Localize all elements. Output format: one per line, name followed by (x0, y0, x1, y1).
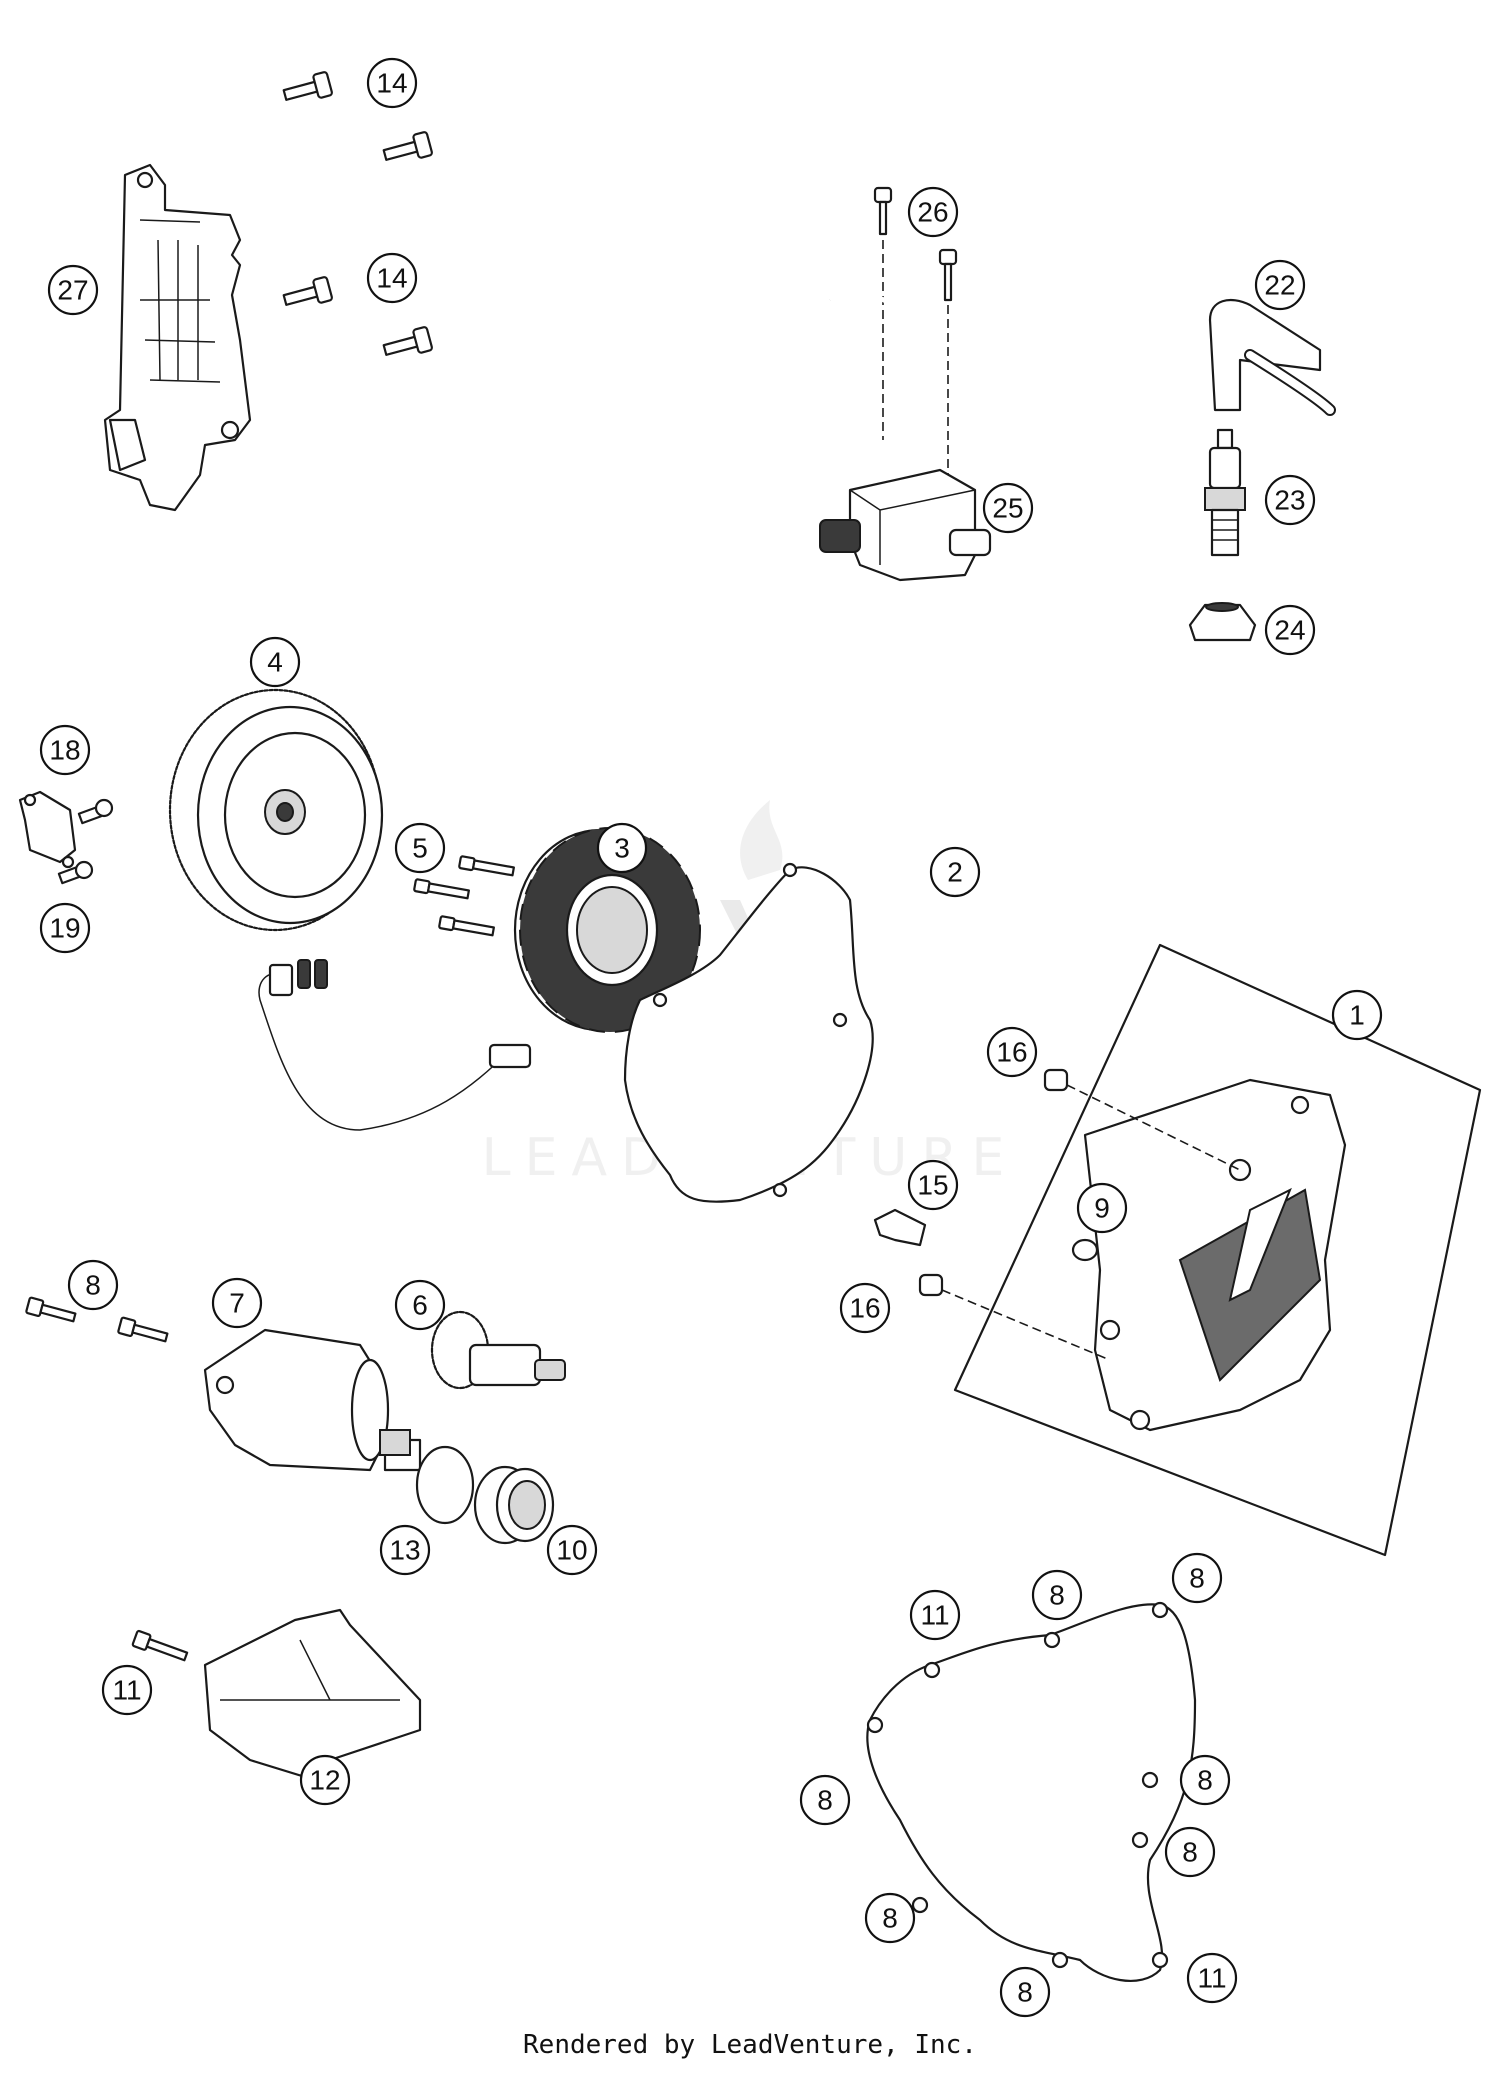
part-2-gasket (623, 862, 874, 1203)
svg-text:9: 9 (1094, 1193, 1110, 1224)
svg-text:8: 8 (1197, 1765, 1213, 1796)
callout-13: 13 (379, 1524, 431, 1576)
callout-10: 10 (546, 1524, 598, 1576)
part-14-bolts (282, 71, 433, 356)
callout-3: 3 (596, 822, 648, 874)
callout-11: 11 (101, 1664, 153, 1716)
callout-8: 8 (1031, 1569, 1083, 1621)
callout-26: 26 (907, 186, 959, 238)
part-25-ignition-coil (819, 293, 992, 582)
svg-text:3: 3 (614, 833, 630, 864)
part-16-dowels (918, 1068, 1241, 1361)
svg-text:11: 11 (112, 1675, 141, 1706)
svg-text:23: 23 (1274, 485, 1305, 516)
svg-text:11: 11 (920, 1600, 949, 1631)
callout-16: 16 (986, 1026, 1038, 1078)
part-15-clip (873, 1208, 927, 1247)
callout-8: 8 (1164, 1826, 1216, 1878)
part-1-ignition-cover-group (953, 943, 1482, 1557)
part-23-spark-plug (1204, 428, 1246, 557)
part-11-bolt (131, 1629, 189, 1662)
svg-text:16: 16 (996, 1037, 1027, 1068)
callout-14: 14 (366, 252, 418, 304)
callout-25: 25 (982, 482, 1034, 534)
callout-8: 8 (864, 1892, 916, 1944)
part-5-bolts (413, 855, 515, 937)
part-18-sensor (18, 790, 114, 869)
svg-text:27: 27 (57, 275, 88, 306)
callout-8: 8 (1179, 1754, 1231, 1806)
part-8-bolts (25, 1296, 169, 1343)
svg-text:25: 25 (992, 493, 1023, 524)
callout-24: 24 (1264, 604, 1316, 656)
svg-text:10: 10 (556, 1535, 587, 1566)
callout-6: 6 (394, 1279, 446, 1331)
svg-text:8: 8 (1182, 1837, 1198, 1868)
svg-text:5: 5 (412, 833, 428, 864)
svg-text:15: 15 (917, 1170, 948, 1201)
svg-text:26: 26 (917, 197, 948, 228)
callout-8: 8 (1171, 1552, 1223, 1604)
svg-text:8: 8 (1049, 1580, 1065, 1611)
callout-18: 18 (39, 724, 91, 776)
part-3-stator (258, 827, 701, 1131)
svg-text:8: 8 (882, 1903, 898, 1934)
callout-2: 2 (929, 846, 981, 898)
callout-1: 1 (1331, 989, 1383, 1041)
part-13-o-ring (415, 1445, 475, 1525)
svg-text:24: 24 (1274, 615, 1305, 646)
part-6-gear (430, 1310, 566, 1390)
callout-19: 19 (39, 902, 91, 954)
callout-14: 14 (366, 57, 418, 109)
callout-27: 27 (47, 264, 99, 316)
svg-text:8: 8 (1189, 1563, 1205, 1594)
callout-15: 15 (907, 1159, 959, 1211)
callout-8: 8 (999, 1966, 1051, 2018)
footer-credit: Rendered by LeadVenture, Inc. (523, 2030, 977, 2060)
cover-gasket (866, 1601, 1197, 1982)
part-4-flywheel (168, 688, 384, 932)
svg-text:22: 22 (1264, 270, 1295, 301)
svg-text:8: 8 (1017, 1977, 1033, 2008)
callout-8: 8 (799, 1774, 851, 1826)
part-9-plug (1071, 1238, 1099, 1262)
svg-text:4: 4 (267, 647, 283, 678)
part-22-spark-plug-cap (1208, 298, 1336, 416)
part-27-control-unit (103, 163, 252, 512)
svg-text:1: 1 (1349, 1000, 1365, 1031)
svg-text:14: 14 (376, 263, 407, 294)
svg-text:13: 13 (389, 1535, 420, 1566)
callout-4: 4 (249, 636, 301, 688)
svg-text:18: 18 (49, 735, 80, 766)
callout-9: 9 (1076, 1182, 1128, 1234)
svg-text:7: 7 (229, 1288, 245, 1319)
part-7-starter-motor (203, 1328, 422, 1472)
part-10-seal (473, 1465, 555, 1545)
callout-5: 5 (394, 822, 446, 874)
callout-8: 8 (67, 1259, 119, 1311)
callout-11: 11 (1186, 1952, 1238, 2004)
svg-text:8: 8 (817, 1785, 833, 1816)
part-12-guard (203, 1608, 422, 1782)
callout-11: 11 (909, 1589, 961, 1641)
svg-text:8: 8 (85, 1270, 101, 1301)
svg-text:2: 2 (947, 857, 963, 888)
callout-12: 12 (299, 1754, 351, 1806)
part-26-bolts (873, 186, 958, 540)
svg-text:6: 6 (412, 1290, 428, 1321)
svg-text:12: 12 (309, 1765, 340, 1796)
svg-text:14: 14 (376, 68, 407, 99)
svg-text:11: 11 (1197, 1963, 1226, 1994)
part-19-bolt (57, 860, 94, 885)
svg-text:16: 16 (849, 1293, 880, 1324)
svg-text:19: 19 (49, 913, 80, 944)
callout-16: 16 (839, 1282, 891, 1334)
part-24-seal (1188, 602, 1257, 642)
callout-23: 23 (1264, 474, 1316, 526)
callout-22: 22 (1254, 259, 1306, 311)
callout-7: 7 (211, 1277, 263, 1329)
